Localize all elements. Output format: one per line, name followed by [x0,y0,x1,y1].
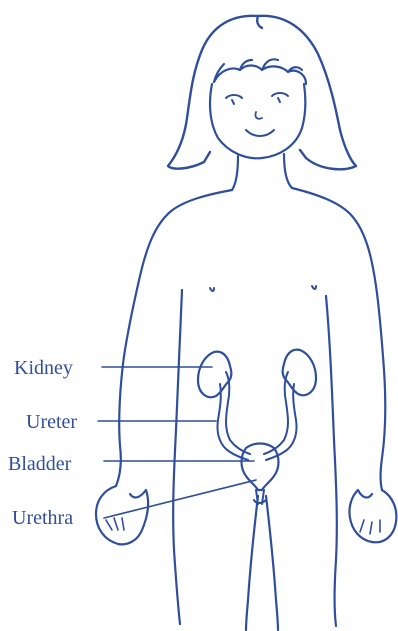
urethra [254,490,266,504]
right-inner-leg [266,496,278,630]
right-hand-fingers [360,520,380,534]
right-ureter [264,372,297,460]
neck-outline [232,154,292,190]
urethra-label: Urethra [12,507,73,529]
hair-outline [168,16,356,169]
labels: Kidney Ureter Bladder Urethra [8,357,77,529]
left-nipple [210,288,214,291]
right-shoulder-arm [292,188,385,490]
left-hand [96,486,148,544]
ureter-label: Ureter [26,411,77,433]
right-torso-side [326,296,337,626]
kidney-label: Kidney [14,357,73,379]
right-hand [349,490,396,542]
nose [255,112,262,119]
bangs-outline [214,59,306,84]
left-torso-side [173,290,182,624]
left-hand-fingers [106,518,124,530]
face-outline [210,84,305,158]
left-shoulder-arm [116,190,232,486]
left-ureter [218,372,251,460]
urethra-leader-line [104,480,256,518]
urinary-organs [198,350,316,504]
left-eye [226,95,242,104]
bladder-label: Bladder [8,453,72,475]
right-eye [272,93,288,102]
left-inner-leg [246,496,258,630]
mouth [246,130,274,136]
child-figure [96,16,396,630]
right-nipple [312,286,316,289]
